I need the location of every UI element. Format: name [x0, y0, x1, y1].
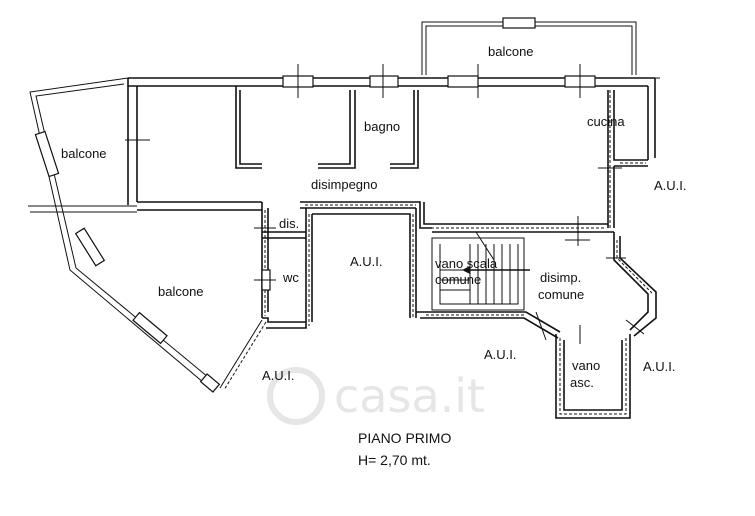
label-vano-asc-1: vano: [572, 358, 600, 373]
label-balcone-lower: balcone: [158, 284, 204, 299]
label-balcone-top: balcone: [488, 44, 534, 59]
watermark: casa.it: [267, 367, 485, 425]
neighbour-unit-centre: [266, 208, 417, 329]
label-dis: dis.: [279, 216, 299, 231]
label-balcone-left: balcone: [61, 146, 107, 161]
label-aui-bottom-right: A.U.I.: [643, 359, 676, 374]
interior-walls: [235, 86, 648, 228]
axis-ticks: [125, 64, 660, 341]
caption-floor: PIANO PRIMO: [358, 430, 451, 446]
label-aui-bottom-left: A.U.I.: [262, 368, 295, 383]
room-labels: balcone balcone balcone bagno cucina dis…: [61, 44, 687, 390]
label-disimp-1: disimp.: [540, 270, 581, 285]
common-hall-walls: [416, 232, 657, 339]
balcone-left-outline: [28, 77, 267, 393]
exterior-walls: [127, 77, 656, 211]
label-disimpegno: disimpegno: [311, 177, 378, 192]
corridor-walls: [300, 201, 614, 233]
label-wc: wc: [282, 270, 299, 285]
label-aui-bottom-mid: A.U.I.: [484, 347, 517, 362]
label-aui-centre: A.U.I.: [350, 254, 383, 269]
label-vano-scala-2: comune: [435, 272, 481, 287]
staircase: [431, 231, 530, 311]
label-disimp-2: comune: [538, 287, 584, 302]
label-vano-asc-2: asc.: [570, 375, 594, 390]
watermark-text: casa.it: [334, 369, 485, 423]
lift-shaft: [555, 325, 631, 419]
label-bagno: bagno: [364, 119, 400, 134]
label-vano-scala-1: vano scala: [435, 256, 498, 271]
label-cucina: cucina: [587, 114, 625, 129]
label-aui-right-top: A.U.I.: [654, 178, 687, 193]
balcone-top-outline: [421, 17, 637, 75]
caption-height: H= 2,70 mt.: [358, 452, 431, 468]
caption: PIANO PRIMO H= 2,70 mt.: [358, 430, 451, 468]
